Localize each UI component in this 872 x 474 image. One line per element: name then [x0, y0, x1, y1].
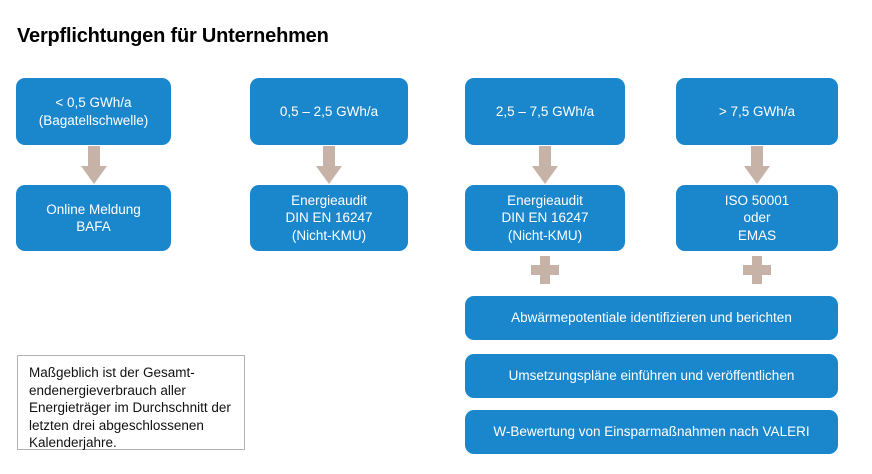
footnote-line-1: Maßgeblich ist der Gesamt-: [29, 365, 195, 380]
threshold-box-1-line2: (Bagatellschwelle): [38, 112, 149, 128]
arrow-shaft: [751, 146, 763, 168]
obligation-bar-3-label: W-Bewertung von Einsparmaßnahmen nach VA…: [493, 424, 810, 440]
down-arrow-icon-3: [532, 146, 558, 184]
requirement-box-3-line2: DIN EN 16247: [501, 210, 589, 226]
requirement-box-4-line1: ISO 50001: [724, 193, 790, 209]
footnote-line-5: Kalenderjahre.: [29, 435, 117, 451]
arrow-shaft: [88, 146, 100, 168]
requirement-box-2: Energieaudit DIN EN 16247 (Nicht-KMU): [250, 185, 408, 251]
threshold-box-1-line1: < 0,5 GWh/a: [55, 95, 132, 111]
down-arrow-icon-4: [744, 146, 770, 184]
threshold-box-4-line1: > 7,5 GWh/a: [718, 103, 796, 119]
down-arrow-icon-1: [81, 146, 107, 184]
requirement-box-1-line2: BAFA: [76, 219, 111, 234]
obligation-bar-1-label: Abwärmepotentiale identifizieren und ber…: [511, 310, 792, 326]
requirement-box-3-line3: (Nicht-KMU): [507, 227, 583, 243]
obligation-bar-2: Umsetzungspläne einführen und veröffentl…: [465, 354, 838, 398]
threshold-box-2-line1: 0,5 – 2,5 GWh/a: [279, 103, 379, 119]
footnote-line-3: Energieträger im Durchschnitt der: [29, 400, 231, 416]
obligation-bar-1: Abwärmepotentiale identifizieren und ber…: [465, 296, 838, 340]
threshold-box-4: > 7,5 GWh/a: [676, 78, 838, 145]
threshold-box-3-line1: 2,5 – 7,5 GWh/a: [495, 103, 595, 119]
plus-icon-4: [743, 256, 771, 284]
threshold-box-3: 2,5 – 7,5 GWh/a: [465, 78, 625, 145]
footnote-line-2: endenergieverbrauch aller: [29, 382, 186, 398]
requirement-box-2-line2: DIN EN 16247: [285, 210, 373, 226]
page-title: Verpflichtungen für Unternehmen: [17, 25, 329, 47]
arrow-shaft: [539, 146, 551, 168]
plus-vertical-bar: [540, 256, 550, 284]
arrow-head: [81, 166, 107, 184]
requirement-box-2-line3: (Nicht-KMU): [291, 227, 367, 243]
plus-icon-3: [531, 256, 559, 284]
requirement-box-1-line1: Online Meldung: [46, 201, 141, 217]
down-arrow-icon-2: [316, 146, 342, 184]
plus-vertical-bar: [752, 256, 762, 284]
obligation-bar-2-label: Umsetzungspläne einführen und veröffentl…: [508, 368, 795, 384]
requirement-box-1: Online Meldung BAFA: [16, 185, 171, 251]
requirement-box-3: Energieaudit DIN EN 16247 (Nicht-KMU): [465, 185, 625, 251]
requirement-box-4-line2: oder: [743, 210, 771, 226]
arrow-head: [744, 166, 770, 184]
obligation-bar-3: W-Bewertung von Einsparmaßnahmen nach VA…: [465, 410, 838, 454]
arrow-head: [532, 166, 558, 184]
arrow-shaft: [323, 146, 335, 168]
requirement-box-4: ISO 50001 oder EMAS: [676, 185, 838, 251]
footnote-box: Maßgeblich ist der Gesamt- endenergiever…: [17, 355, 245, 450]
requirement-box-2-line1: Energieaudit: [291, 193, 367, 209]
threshold-box-2: 0,5 – 2,5 GWh/a: [250, 78, 408, 145]
requirement-box-4-line3: EMAS: [737, 227, 777, 243]
threshold-box-1: < 0,5 GWh/a (Bagatellschwelle): [16, 78, 171, 145]
requirement-box-3-line1: Energieaudit: [507, 193, 583, 209]
arrow-head: [316, 166, 342, 184]
footnote-line-4: letzten drei abgeschlossenen: [29, 417, 204, 433]
